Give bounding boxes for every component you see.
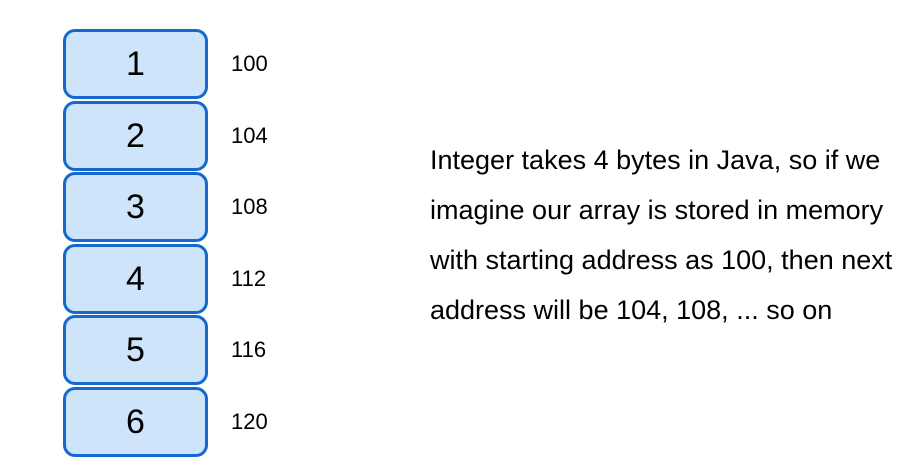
cell-value: 2 — [126, 116, 145, 155]
array-row: 2 104 — [63, 100, 268, 171]
address-label: 112 — [231, 265, 267, 291]
address-label: 108 — [231, 194, 268, 219]
explanation-line: with starting address as 100, then next — [430, 245, 893, 275]
address-label: 104 — [231, 122, 268, 148]
explanation-line: address will be 104, 108, ... so on — [430, 295, 833, 325]
array-stack: 1 100 2 104 3 108 4 112 5 116 — [63, 29, 268, 457]
array-row: 1 100 — [63, 29, 268, 99]
cell-value: 4 — [126, 259, 145, 298]
array-cell: 4 — [63, 243, 208, 314]
array-row: 6 120 — [63, 386, 268, 457]
address-label: 100 — [231, 51, 268, 76]
array-row: 4 112 — [63, 243, 268, 314]
array-row: 5 116 — [63, 315, 268, 385]
array-cell: 1 — [63, 29, 208, 99]
array-row: 3 108 — [63, 172, 268, 242]
cell-value: 6 — [126, 402, 145, 441]
cell-value: 5 — [126, 331, 145, 369]
array-cell: 3 — [63, 172, 208, 242]
explanation-line: imagine our array is stored in memory — [430, 195, 884, 225]
explanation-text: Integer takes 4 bytes in Java, so if we … — [430, 135, 910, 335]
array-cell: 2 — [63, 100, 208, 171]
array-cell: 5 — [63, 315, 208, 385]
address-label: 120 — [231, 408, 268, 434]
explanation-line: Integer takes 4 bytes in Java, so if we — [430, 145, 881, 175]
array-cell: 6 — [63, 386, 208, 457]
cell-value: 3 — [126, 188, 145, 226]
address-label: 116 — [231, 337, 267, 362]
cell-value: 1 — [126, 45, 145, 83]
